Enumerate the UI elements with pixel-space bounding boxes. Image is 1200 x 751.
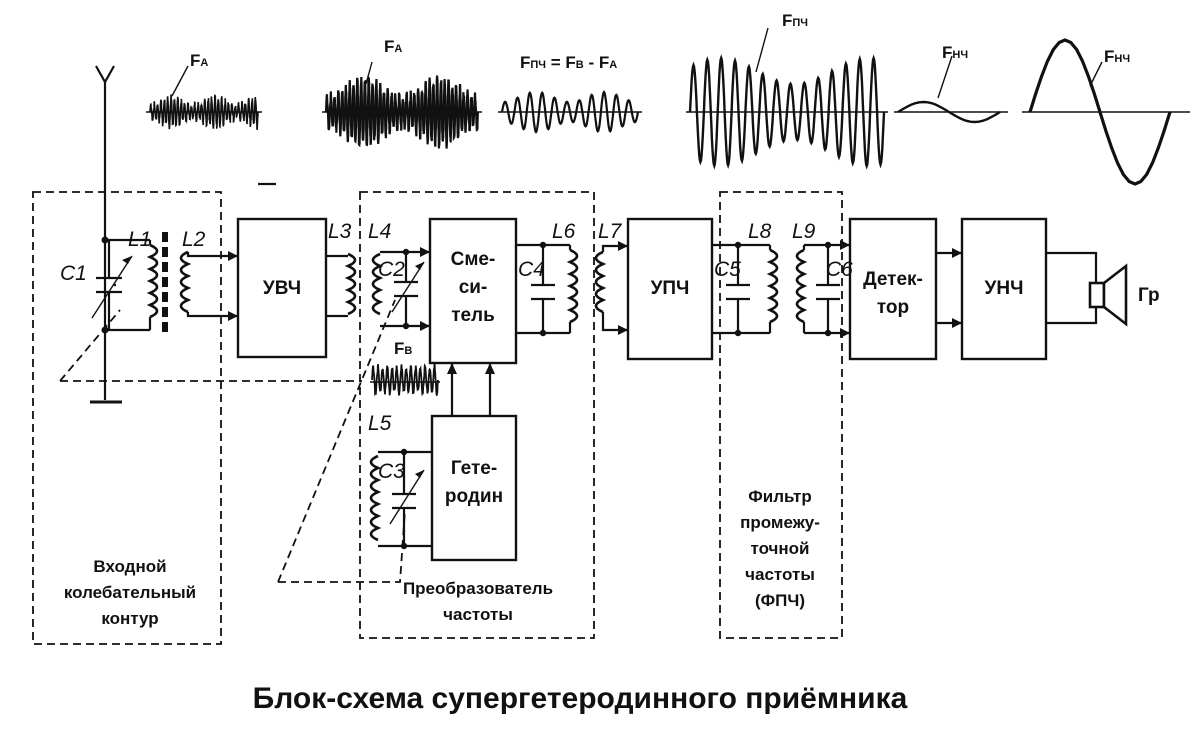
c6-capacitor xyxy=(816,245,840,333)
ifc-label-3: точной xyxy=(750,539,809,558)
signal-fv-label: FВ xyxy=(394,339,412,358)
gang-link-c1 xyxy=(59,309,121,382)
l1-label: L1 xyxy=(128,228,151,251)
c1-label: C1 xyxy=(60,262,87,285)
unch-label: УНЧ xyxy=(985,278,1024,299)
upch-block xyxy=(626,217,714,361)
antenna-icon xyxy=(90,65,122,404)
l5-label: L5 xyxy=(368,412,392,435)
signal-fa2-label: FА xyxy=(384,37,402,56)
mixer-block xyxy=(428,217,518,365)
signal-fif-eq-label: FПЧ = FВ - FА xyxy=(520,53,617,72)
upch-label: УПЧ xyxy=(651,278,690,299)
l5-coil xyxy=(369,454,382,542)
l8-coil xyxy=(766,248,779,324)
speaker-icon xyxy=(1088,263,1128,327)
heterodyne-block xyxy=(430,414,518,562)
l7-coil xyxy=(594,250,607,314)
detector-block xyxy=(848,217,938,361)
mixer-label-2: си- xyxy=(459,277,488,298)
signal-flf1-label: FНЧ xyxy=(942,43,968,62)
ifc-label-2: промежу- xyxy=(740,513,820,532)
converter-label-1: Преобразователь xyxy=(403,579,553,598)
l3-coil xyxy=(344,252,357,316)
signal-pointer-lines xyxy=(171,27,1103,99)
c6-label: C6 xyxy=(826,258,853,281)
l8-label: L8 xyxy=(748,220,772,243)
diagram-title: Блок-схема супергетеродинного приёмника xyxy=(253,682,908,715)
l2-coil xyxy=(179,250,192,314)
heterodyne-label-1: Гете- xyxy=(451,458,497,479)
speaker-label: Гр xyxy=(1138,285,1160,306)
c5-capacitor xyxy=(726,245,750,333)
wave-fa1 xyxy=(149,94,259,131)
ifc-label-4: частоты xyxy=(745,565,815,584)
c3-capacitor xyxy=(389,452,425,546)
wave-fif-eq xyxy=(500,90,640,134)
waveforms xyxy=(149,38,1172,397)
mixer-label-3: тель xyxy=(451,305,495,326)
l6-coil xyxy=(566,248,579,324)
converter-outline xyxy=(359,191,595,639)
heterodyne-label-2: родин xyxy=(445,486,503,507)
mixer-label-1: Сме- xyxy=(451,249,496,270)
input-circuit-label-3: контур xyxy=(101,609,158,628)
l3-label: L3 xyxy=(328,220,352,243)
gang-link-c2 xyxy=(277,299,396,583)
wave-flf2 xyxy=(1028,38,1172,186)
c3-label: C3 xyxy=(378,460,405,483)
c4-label: C4 xyxy=(518,258,545,281)
wave-fa2 xyxy=(324,74,480,149)
uvch-block xyxy=(236,217,328,359)
l7-label: L7 xyxy=(598,220,623,243)
signal-fif-label: FПЧ xyxy=(782,11,808,30)
uvch-label: УВЧ xyxy=(263,278,301,299)
c1-capacitor xyxy=(91,240,133,330)
converter-label-2: частоты xyxy=(443,605,513,624)
input-circuit-label-2: колебательный xyxy=(64,583,196,602)
wave-fif xyxy=(688,54,886,170)
l2-label: L2 xyxy=(182,228,206,251)
wave-fv xyxy=(371,361,439,397)
l9-coil xyxy=(795,248,808,324)
l6-label: L6 xyxy=(552,220,576,243)
l1-coil xyxy=(146,243,159,319)
c5-label: C5 xyxy=(714,258,741,281)
ifc-label-5: (ФПЧ) xyxy=(755,591,805,610)
ifc-outline xyxy=(719,191,843,639)
signal-fa1-label: FА xyxy=(190,51,208,70)
ifc-label-1: Фильтр xyxy=(748,487,811,506)
l4-label: L4 xyxy=(368,220,391,243)
unch-block xyxy=(960,217,1048,361)
c2-label: C2 xyxy=(378,258,405,281)
l9-label: L9 xyxy=(792,220,816,243)
input-wires xyxy=(105,238,150,332)
wave-flf1 xyxy=(897,100,1001,124)
c4-capacitor xyxy=(531,245,555,333)
detector-label-1: Детек- xyxy=(863,269,923,290)
c2-capacitor xyxy=(391,252,425,326)
input-circuit-label-1: Входной xyxy=(93,557,166,576)
l4-coil xyxy=(371,252,384,316)
signal-flf2-label: FНЧ xyxy=(1104,47,1130,66)
input-circuit-outline xyxy=(32,191,222,645)
detector-label-2: тор xyxy=(877,297,909,318)
